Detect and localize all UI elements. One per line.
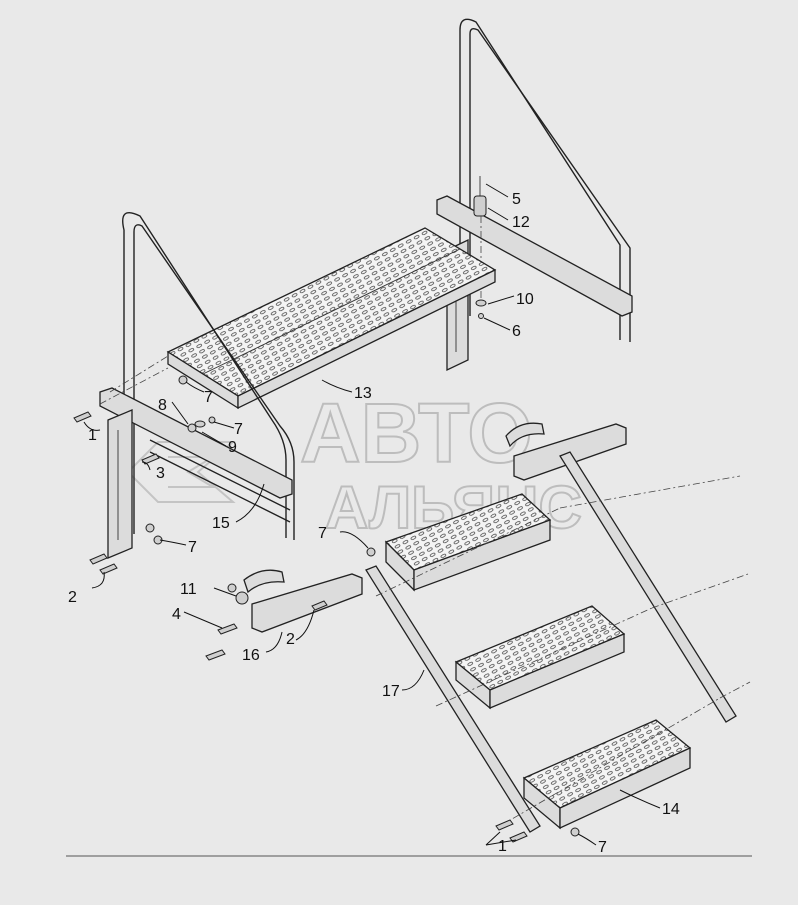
front-handrail <box>122 212 295 540</box>
platform-grating <box>166 227 497 410</box>
callout-11: 11 <box>180 581 197 598</box>
callout-7-bottom: 7 <box>598 839 607 856</box>
callouts: 1 1 2 2 3 4 5 6 7 7 7 7 7 8 9 10 11 12 1… <box>68 191 680 856</box>
callout-9: 9 <box>228 439 237 456</box>
callout-4: 4 <box>172 606 181 623</box>
left-support-bracket <box>99 387 293 559</box>
leader-lines <box>83 183 661 846</box>
stair-stringer-left <box>365 565 541 833</box>
watermark-logo: АВТО АЛЬЯНС <box>126 385 583 542</box>
callout-10: 10 <box>516 291 534 308</box>
stair-step-1 <box>384 493 552 592</box>
callout-2-bracket: 2 <box>286 631 295 648</box>
callout-3: 3 <box>156 465 165 482</box>
callout-1-lower: 1 <box>498 838 507 855</box>
callout-16: 16 <box>242 647 260 664</box>
callout-14: 14 <box>662 801 680 818</box>
pin-and-bushing <box>473 176 487 319</box>
callout-12: 12 <box>512 214 530 231</box>
bottom-hardware <box>366 547 580 843</box>
step-hanger-bracket-left <box>205 569 363 661</box>
left-hardware <box>73 375 216 575</box>
callout-7-washer: 7 <box>234 421 243 438</box>
callout-6: 6 <box>512 323 521 340</box>
callout-1-upper: 1 <box>88 427 97 444</box>
callout-15: 15 <box>212 515 230 532</box>
stair-stringer-right <box>559 451 737 723</box>
callout-5: 5 <box>512 191 521 208</box>
assembly-lines <box>375 475 751 827</box>
callout-7-platform: 7 <box>204 389 213 406</box>
callout-13: 13 <box>354 385 372 402</box>
callout-2-left: 2 <box>68 589 77 606</box>
stair-step-2 <box>454 605 626 710</box>
callout-7-bracket: 7 <box>188 539 197 556</box>
callout-17: 17 <box>382 683 400 700</box>
rear-handrail <box>436 18 633 372</box>
callout-7-step: 7 <box>318 525 327 542</box>
callout-8: 8 <box>158 397 167 414</box>
watermark-line1: АВТО <box>300 386 533 480</box>
